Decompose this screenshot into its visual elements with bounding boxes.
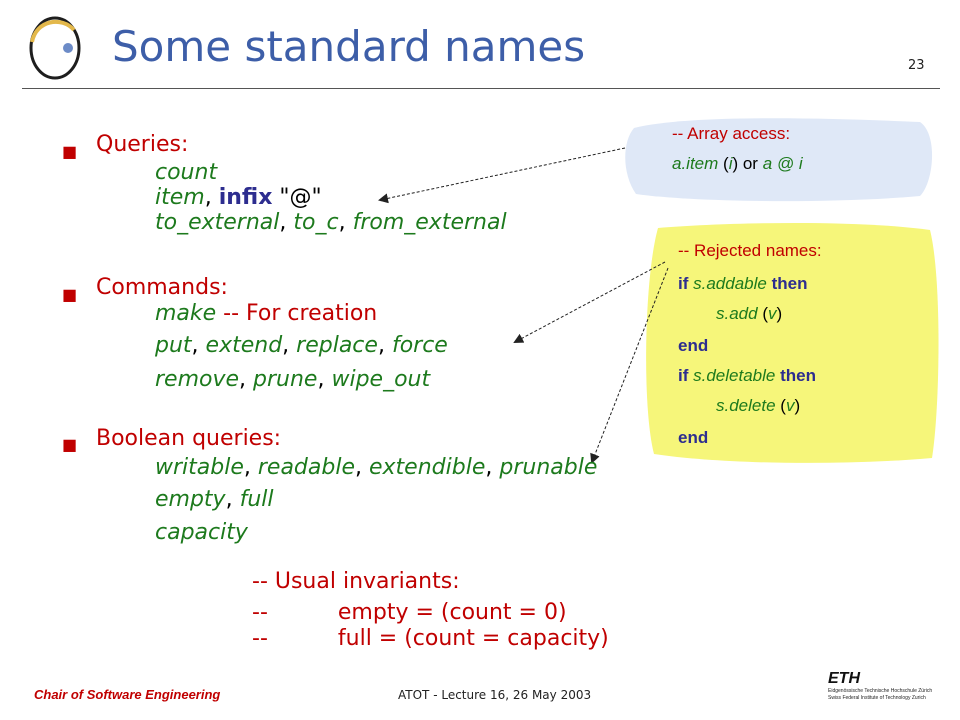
bullet-icon: ■ [62, 142, 78, 161]
queries-line-2: item, infix "@" [155, 185, 322, 210]
array-access-note-bg [625, 118, 933, 202]
commands-line-1: make -- For creation [155, 301, 378, 326]
array-access-note-line-2: a.item (i) or a @ i [672, 154, 803, 173]
rejected-note-line-3: s.add (v) [716, 304, 783, 323]
eth-line-2: Swiss Federal Institute of Technology Zu… [828, 695, 926, 701]
boolean-queries-heading: Boolean queries: [96, 426, 282, 451]
logo-icon [29, 16, 81, 80]
bullet-icon: ■ [62, 285, 78, 304]
commands-line-2: put, extend, replace, force [155, 333, 448, 358]
boolean-line-3: capacity [155, 520, 248, 545]
boolean-line-2: empty, full [155, 487, 274, 512]
rejected-names-note-bg [646, 223, 939, 463]
boolean-line-1: writable, readable, extendible, prunable [155, 455, 598, 480]
title-divider [22, 88, 940, 89]
commands-heading: Commands: [96, 275, 228, 300]
arrow-icon [590, 267, 669, 464]
rejected-note-line-7: end [678, 428, 709, 447]
bullet-icon: ■ [62, 435, 78, 454]
queries-line-3: to_external, to_c, from_external [155, 210, 507, 235]
page-number: 23 [908, 58, 925, 73]
eth-line-1: Eidgenössische Technische Hochschule Zür… [828, 688, 933, 694]
rejected-note-line-1: -- Rejected names: [678, 241, 822, 260]
invariants-line-2: --empty = (count = 0) [252, 600, 567, 625]
rejected-note-line-2: if s.addable then [678, 274, 808, 293]
eth-wordmark: ETH [828, 670, 860, 687]
array-access-note-line-1: -- Array access: [672, 124, 791, 143]
slide-title: Some standard names [112, 22, 586, 71]
rejected-note-line-6: s.delete (v) [716, 396, 801, 415]
footer-lecture: ATOT - Lecture 16, 26 May 2003 [398, 688, 592, 702]
queries-line-1: count [155, 160, 218, 185]
rejected-note-line-5: if s.deletable then [678, 366, 816, 385]
queries-heading: Queries: [96, 132, 189, 157]
arrow-icon [378, 147, 626, 204]
footer-chair: Chair of Software Engineering [34, 687, 221, 702]
invariants-line-1: -- Usual invariants: [252, 569, 460, 594]
commands-line-3: remove, prune, wipe_out [155, 367, 431, 392]
arrow-icon [513, 261, 666, 343]
rejected-note-line-4: end [678, 336, 709, 355]
eth-logo: ETH Eidgenössische Technische Hochschule… [828, 670, 940, 716]
invariants-line-3: --full = (count = capacity) [252, 626, 609, 651]
